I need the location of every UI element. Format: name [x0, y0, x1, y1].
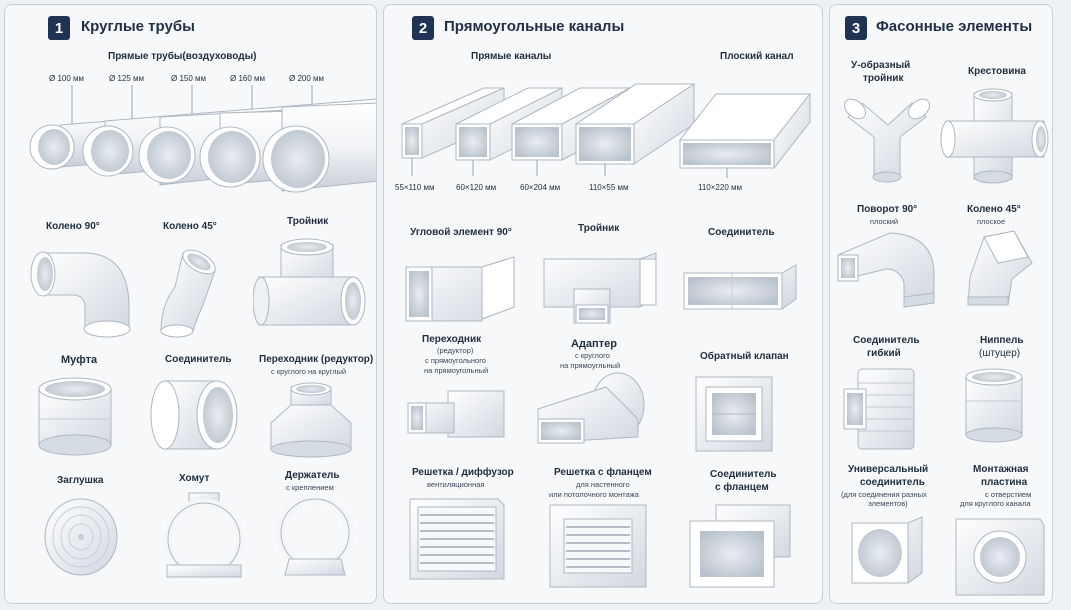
corner90-image	[402, 251, 517, 326]
elbow45-image	[153, 243, 223, 338]
holder-label: Держатель	[285, 470, 340, 481]
straight-pipes-label: Прямые трубы(воздуховоды)	[108, 51, 257, 62]
reducer-sublabel: с круглого на круглый	[271, 367, 347, 376]
universal-connector-label: соединитель	[860, 477, 925, 488]
nipple-label: Ниппель	[980, 335, 1024, 346]
rect-reducer-label: Переходник	[422, 334, 482, 345]
section-number: 3	[845, 16, 867, 40]
flange-connector-label: Соединитель	[710, 469, 777, 480]
adapter-sublabel: на прямоугльный	[560, 361, 621, 370]
elbow45-label: Колено 45°	[163, 221, 217, 232]
coupling-label: Муфта	[61, 354, 98, 366]
universal-connector-sublabel: (для соединения разных	[841, 490, 927, 499]
grille-image	[404, 495, 509, 585]
tee-label: Тройник	[287, 216, 329, 227]
turn90-image	[834, 227, 939, 312]
flange-connector-label: с фланцем	[715, 482, 769, 493]
flange-grille-label: Решетка с фланцем	[554, 467, 652, 478]
adapter-label: Адаптер	[571, 338, 617, 350]
section-title: Круглые трубы	[81, 18, 195, 35]
universal-connector-sublabel: элементов)	[868, 499, 908, 508]
cross-label: Крестовина	[968, 66, 1026, 77]
check-valve-image	[692, 371, 782, 456]
cap-label: Заглушка	[57, 475, 104, 486]
rect-ducts-panel: 2 Прямоугольные каналы Прямые каналы Пло…	[383, 4, 823, 604]
holder-sublabel: с креплением	[286, 483, 334, 492]
size-label: 110×220 мм	[698, 183, 742, 192]
flex-connector-label: Соединитель	[853, 335, 920, 346]
mounting-plate-image	[952, 513, 1047, 598]
rect-reducer-sublabel: (редуктор)	[437, 346, 474, 355]
tee-image	[253, 237, 368, 337]
universal-connector-image	[838, 513, 928, 593]
corner90-label: Угловой элемент 90°	[410, 227, 512, 238]
shaped-elements-panel: 3 Фасонные элементы У-образный тройник К…	[829, 4, 1053, 604]
check-valve-label: Обратный клапан	[700, 351, 789, 362]
rect-connector-image	[680, 259, 800, 319]
size-label: 55×110 мм	[395, 183, 435, 192]
flex-connector-label: гибкий	[867, 348, 901, 359]
turn90-label: Поворот 90°	[857, 204, 918, 215]
rect-reducer-image	[404, 377, 509, 447]
clamp-label: Хомут	[179, 473, 210, 484]
diameter-label: Ø 200 мм	[289, 74, 325, 83]
size-label: 60×120 мм	[456, 183, 497, 192]
straight-ducts-label: Прямые каналы	[471, 51, 552, 62]
reducer-label: Переходник (редуктор)	[259, 354, 374, 365]
y-tee-image	[838, 91, 933, 186]
diameter-label: Ø 100 мм	[49, 74, 85, 83]
straight-ducts-image	[394, 80, 814, 180]
nipple-sublabel: (штуцер)	[979, 348, 1021, 359]
mounting-plate-sublabel: для круглого канала	[960, 499, 1031, 508]
round-pipes-panel: 1 Круглые трубы Прямые трубы(воздуховоды…	[4, 4, 377, 604]
connector-image	[145, 367, 245, 462]
grille-sublabel: вентиляционная	[427, 480, 485, 489]
flat-elbow45-sublabel: плоское	[977, 217, 1006, 226]
diameter-label: Ø 160 мм	[230, 74, 266, 83]
section-title: Прямоугольные каналы	[444, 18, 625, 35]
rect-reducer-sublabel: на прямоугольный	[424, 366, 489, 375]
clamp-image	[157, 489, 252, 584]
elbow90-image	[27, 243, 137, 338]
grille-label: Решетка / диффузор	[412, 467, 514, 478]
size-label: 110×55 мм	[589, 183, 629, 192]
rect-reducer-sublabel: с прямоугольного	[425, 356, 486, 365]
coupling-image	[35, 373, 115, 458]
rect-tee-image	[540, 249, 660, 329]
flat-elbow45-label: Колено 45°	[967, 204, 1021, 215]
diameter-label: Ø 125 мм	[109, 74, 145, 83]
cross-image	[940, 83, 1050, 188]
nipple-image	[958, 365, 1033, 445]
flange-connector-image	[686, 501, 796, 591]
y-tee-label: У-образный	[851, 60, 911, 71]
mounting-plate-sublabel: с отверстием	[985, 490, 1032, 499]
rect-tee-label: Тройник	[578, 223, 620, 234]
cap-image	[41, 493, 121, 578]
reducer-image	[267, 379, 357, 459]
section-number: 2	[412, 16, 434, 40]
adapter-sublabel: с круглого	[575, 351, 610, 360]
straight-pipes-image	[20, 85, 376, 195]
flex-connector-image	[838, 363, 933, 453]
mounting-plate-label: пластина	[981, 477, 1028, 488]
flat-duct-label: Плоский канал	[720, 51, 794, 62]
turn90-sublabel: плоский	[870, 217, 899, 226]
holder-image	[275, 493, 355, 583]
flat-elbow45-image	[958, 227, 1038, 312]
rect-connector-label: Соединитель	[708, 227, 775, 238]
diameter-label: Ø 150 мм	[171, 74, 207, 83]
adapter-image	[534, 369, 649, 449]
connector-label: Соединитель	[165, 354, 232, 365]
section-title: Фасонные элементы	[876, 18, 1033, 35]
flange-grille-image	[544, 501, 654, 591]
mounting-plate-label: Монтажная	[973, 464, 1029, 475]
universal-connector-label: Универсальный	[848, 464, 929, 475]
flange-grille-sublabel: или потолочного монтажа	[549, 490, 639, 499]
size-label: 60×204 мм	[520, 183, 561, 192]
y-tee-label: тройник	[863, 73, 904, 84]
section-number: 1	[48, 16, 70, 40]
flange-grille-sublabel: для настенного	[576, 480, 630, 489]
elbow90-label: Колено 90°	[46, 221, 100, 232]
